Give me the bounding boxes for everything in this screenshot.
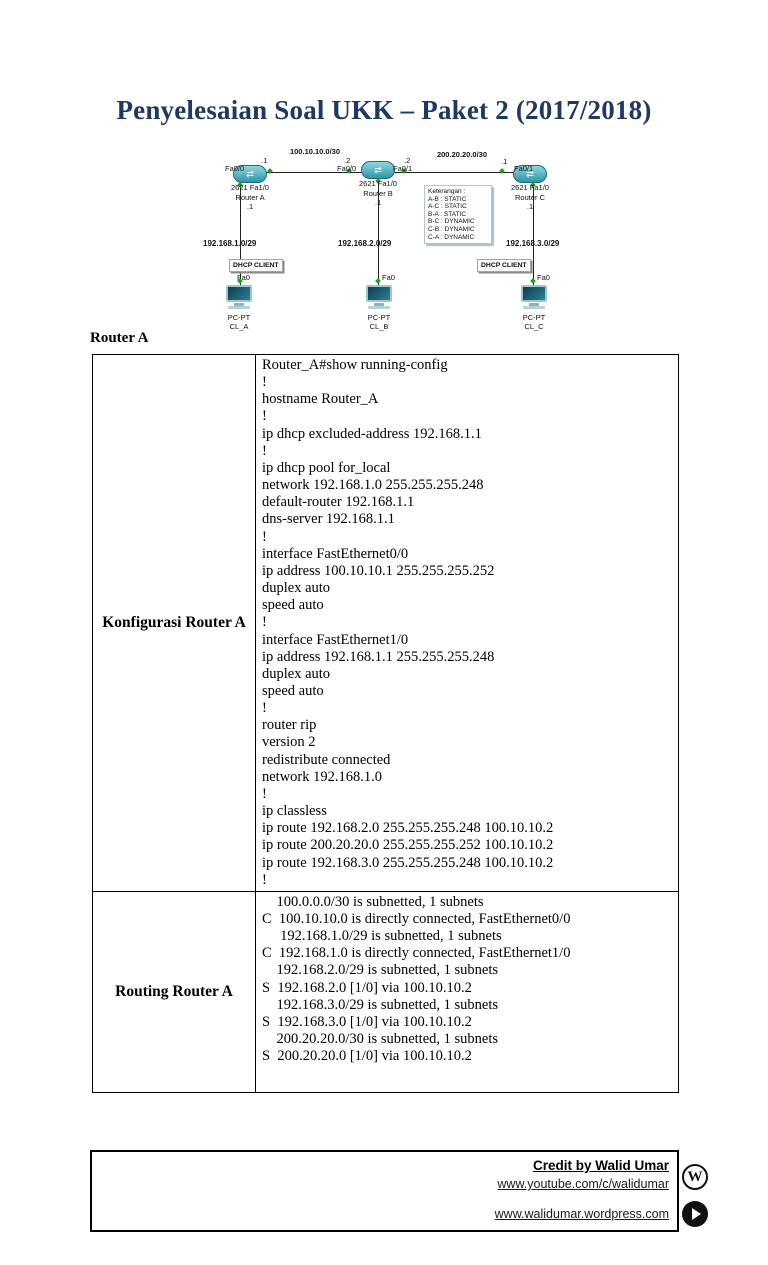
router-a-wan-ip: .1 [261, 156, 268, 165]
pc-c-port-label: Fa0 [537, 273, 550, 282]
pc-b-port-label: Fa0 [382, 273, 395, 282]
pc-screen [521, 285, 547, 302]
pc-b-labels: PC-PT CL_B [349, 313, 409, 331]
pc-stand [234, 303, 244, 306]
routing-table-output: 100.0.0.0/30 is subnetted, 1 subnets C 1… [262, 893, 571, 1065]
legend-title: Keterangan : [428, 188, 466, 195]
lan-b-subnet-label: 192.168.2.0/29 [338, 239, 392, 248]
pc-b-icon[interactable] [365, 285, 393, 310]
wan1-subnet-label: 100.10.10.0/30 [289, 147, 341, 156]
lan-c-subnet-label: 192.168.3.0/29 [506, 239, 560, 248]
router-c-labels: 2621 Fa1/0 Router C .1 [498, 183, 562, 212]
konfigurasi-content-cell: Router_A#show running-config ! hostname … [255, 354, 679, 892]
pc-keyboard [228, 306, 250, 309]
section-label-router-a: Router A [90, 330, 149, 346]
konfigurasi-header-cell: Konfigurasi Router A [92, 354, 256, 892]
youtube-icon[interactable] [682, 1201, 708, 1227]
routing-header-cell: Routing Router A [92, 890, 256, 1093]
legend-box: Keterangan : A-B : STATIC A-C : STATIC B… [424, 185, 492, 245]
lan-link-line-a [240, 179, 241, 289]
router-c-icon[interactable] [513, 165, 547, 183]
wan2-subnet-label: 200.20.20.0/30 [436, 150, 488, 159]
table-row: Routing Router A 100.0.0.0/30 is subnett… [92, 890, 679, 1093]
router-b-labels: 2621 Fa1/0 Router B .1 [346, 179, 410, 208]
pc-c-labels: PC-PT CL_C [504, 313, 564, 331]
router-a-wan-port-label: Fa0/0 [225, 164, 245, 173]
router-b-name: Router B [363, 188, 393, 198]
router-b-icon[interactable] [361, 161, 395, 179]
pc-a-name: CL_A [229, 322, 249, 331]
network-topology-diagram: 100.10.10.0/30 200.20.20.0/30 .1 Fa0/0 .… [195, 145, 585, 345]
page-title: Penyelesaian Soal UKK – Paket 2 (2017/20… [116, 95, 652, 125]
pc-screen [366, 285, 392, 302]
router-b-left-wan-ip: .2 [344, 156, 351, 165]
pc-a-port-label: Fa0 [237, 273, 250, 282]
pc-c-icon[interactable] [520, 285, 548, 310]
lan-link-line-c [533, 179, 534, 289]
router-c-lan-ip: .1 [526, 202, 534, 211]
wordpress-link[interactable]: www.walidumar.wordpress.com [494, 1207, 669, 1221]
routing-content-cell: 100.0.0.0/30 is subnetted, 1 subnets C 1… [255, 890, 679, 1093]
router-a-table: Konfigurasi Router A Router_A#show runni… [92, 354, 679, 1093]
pc-keyboard [523, 306, 545, 309]
router-b-right-wan-ip: .2 [404, 156, 411, 165]
lan-a-subnet-label: 192.168.1.0/29 [203, 239, 257, 248]
router-a-model-port-label: 2621 Fa1/0 [231, 183, 269, 192]
running-config-output: Router_A#show running-config ! hostname … [262, 357, 554, 888]
router-c-model-port-label: 2621 Fa1/0 [511, 183, 549, 192]
router-c-wan-ip: .1 [501, 157, 508, 166]
router-b-model-port-label: 2621 Fa1/0 [359, 179, 397, 188]
pc-stand [529, 303, 539, 306]
router-a-labels: 2621 Fa1/0 Router A .1 [218, 183, 282, 212]
router-c-name: Router C [514, 192, 545, 202]
pc-a-icon[interactable] [225, 285, 253, 310]
wordpress-icon[interactable] [682, 1164, 708, 1190]
pc-c-name: CL_C [524, 322, 544, 331]
table-row: Konfigurasi Router A Router_A#show runni… [92, 354, 679, 892]
pc-screen [226, 285, 252, 302]
link-up-icon [530, 278, 536, 284]
router-a-icon[interactable] [233, 165, 267, 183]
pc-keyboard [368, 306, 390, 309]
pc-c-type: PC-PT [522, 313, 546, 322]
router-a-lan-ip: .1 [246, 202, 254, 211]
link-up-icon [375, 278, 381, 284]
youtube-link[interactable]: www.youtube.com/c/walidumar [497, 1177, 669, 1191]
lan-link-line-b [378, 175, 379, 289]
pc-stand [374, 303, 384, 306]
router-b-left-port-label: Fa0/0 [337, 164, 357, 173]
router-b-lan-ip: .1 [374, 198, 382, 207]
pc-b-type: PC-PT [367, 313, 391, 322]
footer-credit-text: Credit by Walid Umar [532, 1158, 669, 1173]
router-c-wan-port-label: Fa0/1 [514, 164, 534, 173]
dhcp-client-label-left: DHCP CLIENT [229, 259, 283, 272]
pc-a-labels: PC-PT CL_A [209, 313, 269, 331]
pc-b-name: CL_B [369, 322, 389, 331]
pc-a-type: PC-PT [227, 313, 251, 322]
legend-items: A-B : STATIC A-C : STATIC B-A : STATIC B… [428, 195, 475, 241]
router-a-name: Router A [235, 192, 265, 202]
footer-credit-box: Credit by Walid Umar www.youtube.com/c/w… [90, 1150, 679, 1232]
router-b-right-port-label: Fa0/1 [393, 164, 413, 173]
dhcp-client-label-right: DHCP CLIENT [477, 259, 531, 272]
